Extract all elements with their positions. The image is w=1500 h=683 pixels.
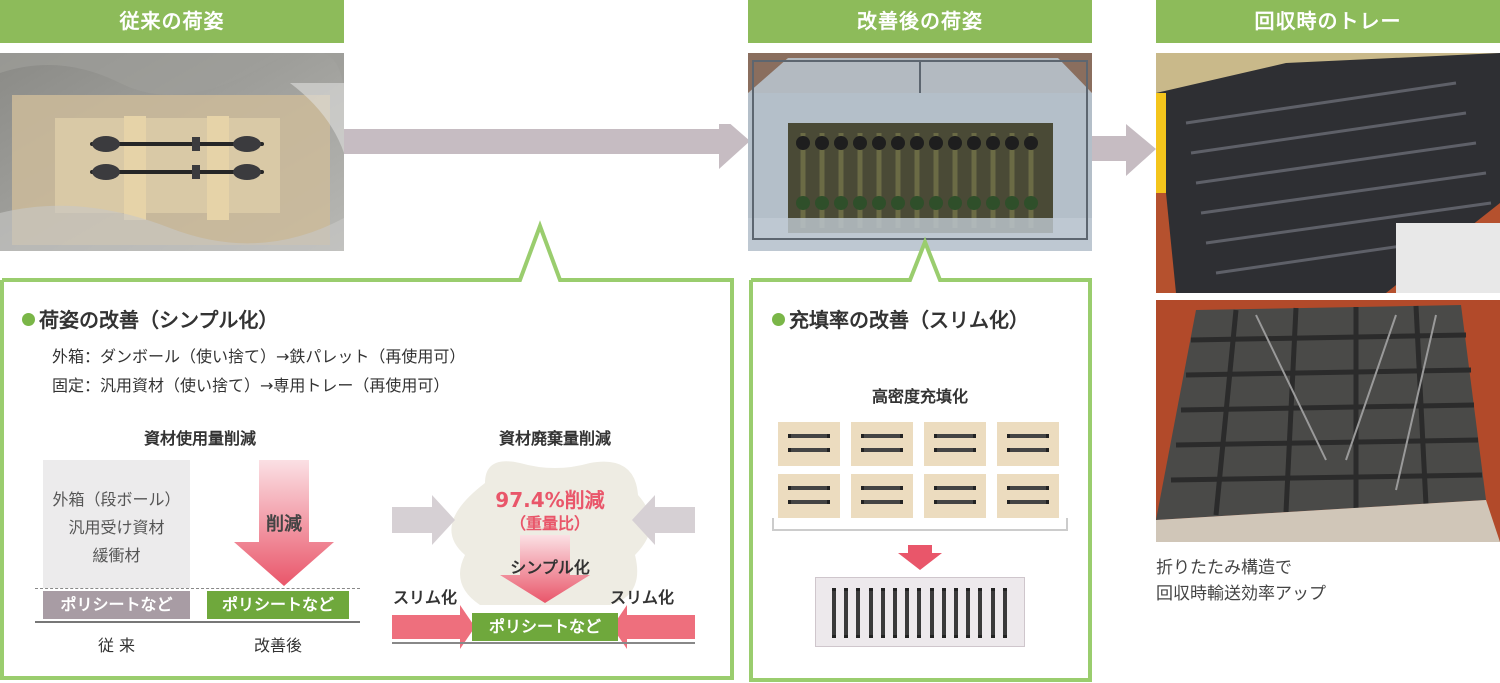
panel-simple-line-2: 固定：汎用資材（使い捨て）→専用トレー（再使用可） <box>52 376 450 395</box>
left-gray-arrow-icon <box>392 495 455 545</box>
panel-slim-title: 充填率の改善（スリム化） <box>772 304 1029 333</box>
panel-simple-line-1: 外箱：ダンボール（使い捨て）→鉄パレット（再使用可） <box>52 347 466 366</box>
shaft-icon <box>861 434 903 438</box>
dense-shaft-icon <box>832 588 836 638</box>
dense-shaft-icon <box>905 588 910 638</box>
shaft-icon <box>788 434 830 438</box>
tray-cell <box>924 422 986 466</box>
dense-shaft-icon <box>941 588 946 638</box>
dense-shaft-icon <box>844 588 849 638</box>
tray-stack-photo <box>1156 53 1500 293</box>
flow-arrow-1 <box>344 124 750 169</box>
before-material-1: 外箱（段ボール） <box>52 490 181 509</box>
before-materials-box: 外箱（段ボール） 汎用受け資材 緩衝材 <box>43 460 190 588</box>
usage-title: 資材使用量削減 <box>143 429 256 448</box>
shaft-icon <box>861 500 903 504</box>
reduce-label: 削減 <box>266 514 302 535</box>
dense-diagram <box>772 518 1068 570</box>
tray-cell <box>924 474 986 518</box>
shaft-icon <box>788 486 830 490</box>
header-after: 改善後の荷姿 <box>748 0 1092 43</box>
shaft-icon <box>1007 500 1049 504</box>
shaft-icon <box>934 434 976 438</box>
tray-grid <box>778 422 1068 532</box>
waste-diagram <box>392 461 695 649</box>
folded-pallet-photo <box>1156 300 1500 542</box>
after-label: 改善後 <box>253 636 302 655</box>
tray-cell <box>851 474 913 518</box>
slim-label-left: スリム化 <box>393 588 458 607</box>
before-polysheet-bar: ポリシートなど <box>43 591 190 619</box>
header-before: 従来の荷姿 <box>0 0 344 43</box>
waste-basis: （重量比） <box>509 514 590 533</box>
panel-slim-border <box>749 236 1092 682</box>
shaft-icon <box>861 448 903 452</box>
cloud-shape <box>451 461 651 605</box>
dense-tray <box>815 577 1025 647</box>
baseline <box>35 621 360 623</box>
shaft-icon <box>934 500 976 504</box>
dense-shaft-icon <box>856 588 861 638</box>
slim-right-arrow-icon <box>612 605 695 649</box>
dense-shaft-icon <box>966 588 971 638</box>
dense-shaft-icon <box>990 588 995 638</box>
dense-shaft-icon <box>1002 588 1007 638</box>
tray-cell <box>997 474 1059 518</box>
waste-percent: 97.4%削減 <box>495 488 605 512</box>
reduce-arrow-icon <box>234 460 334 586</box>
panel-simple-title: 荷姿の改善（シンプル化） <box>22 304 278 333</box>
dense-shaft-icon <box>929 588 934 638</box>
slim-subtitle: 高密度充填化 <box>871 387 968 406</box>
slim-label-right: スリム化 <box>610 588 675 607</box>
after-polysheet-bar: ポリシートなど <box>207 591 349 619</box>
tray-cell <box>997 422 1059 466</box>
flow-arrow-2 <box>1092 124 1156 176</box>
dense-shaft-icon <box>917 588 922 638</box>
shaft-icon <box>788 500 830 504</box>
shaft-icon <box>861 486 903 490</box>
before-label: 従 来 <box>97 636 136 655</box>
simple-label: シンプル化 <box>510 558 590 577</box>
improved-packaging-photo <box>748 53 1092 251</box>
shaft-icon <box>934 448 976 452</box>
return-caption-line-1: 折りたたみ構造で <box>1156 558 1292 578</box>
conventional-packaging-photo <box>0 53 344 251</box>
dashed-divider <box>35 588 360 589</box>
dense-shaft-icon <box>893 588 897 638</box>
shaft-icon <box>788 448 830 452</box>
bullet-icon <box>22 313 35 326</box>
before-material-3: 緩衝材 <box>92 546 141 565</box>
shaft-icon <box>1007 486 1049 490</box>
return-caption-line-2: 回収時輸送効率アップ <box>1156 584 1326 604</box>
bullet-icon <box>772 313 785 326</box>
return-caption: 折りたたみ構造で 回収時輸送効率アップ <box>1156 555 1326 607</box>
slim-left-arrow-icon <box>392 605 475 649</box>
tray-cell <box>778 474 840 518</box>
dense-shaft-icon <box>978 588 983 638</box>
simple-arrow-icon <box>500 535 590 603</box>
dense-shaft-icon <box>954 588 958 638</box>
waste-title: 資材廃棄量削減 <box>498 429 611 448</box>
tray-cell <box>851 422 913 466</box>
dense-shaft-icon <box>880 588 885 638</box>
shaft-icon <box>1007 448 1049 452</box>
down-arrow-icon <box>898 545 942 570</box>
tray-cell <box>778 422 840 466</box>
before-material-2: 汎用受け資材 <box>68 518 165 537</box>
dense-shaft-icon <box>868 588 873 638</box>
right-gray-arrow-icon <box>632 495 695 545</box>
waste-polysheet-bar: ポリシートなど <box>472 613 618 641</box>
shaft-icon <box>1007 434 1049 438</box>
header-return: 回収時のトレー <box>1156 0 1500 43</box>
shaft-icon <box>934 486 976 490</box>
